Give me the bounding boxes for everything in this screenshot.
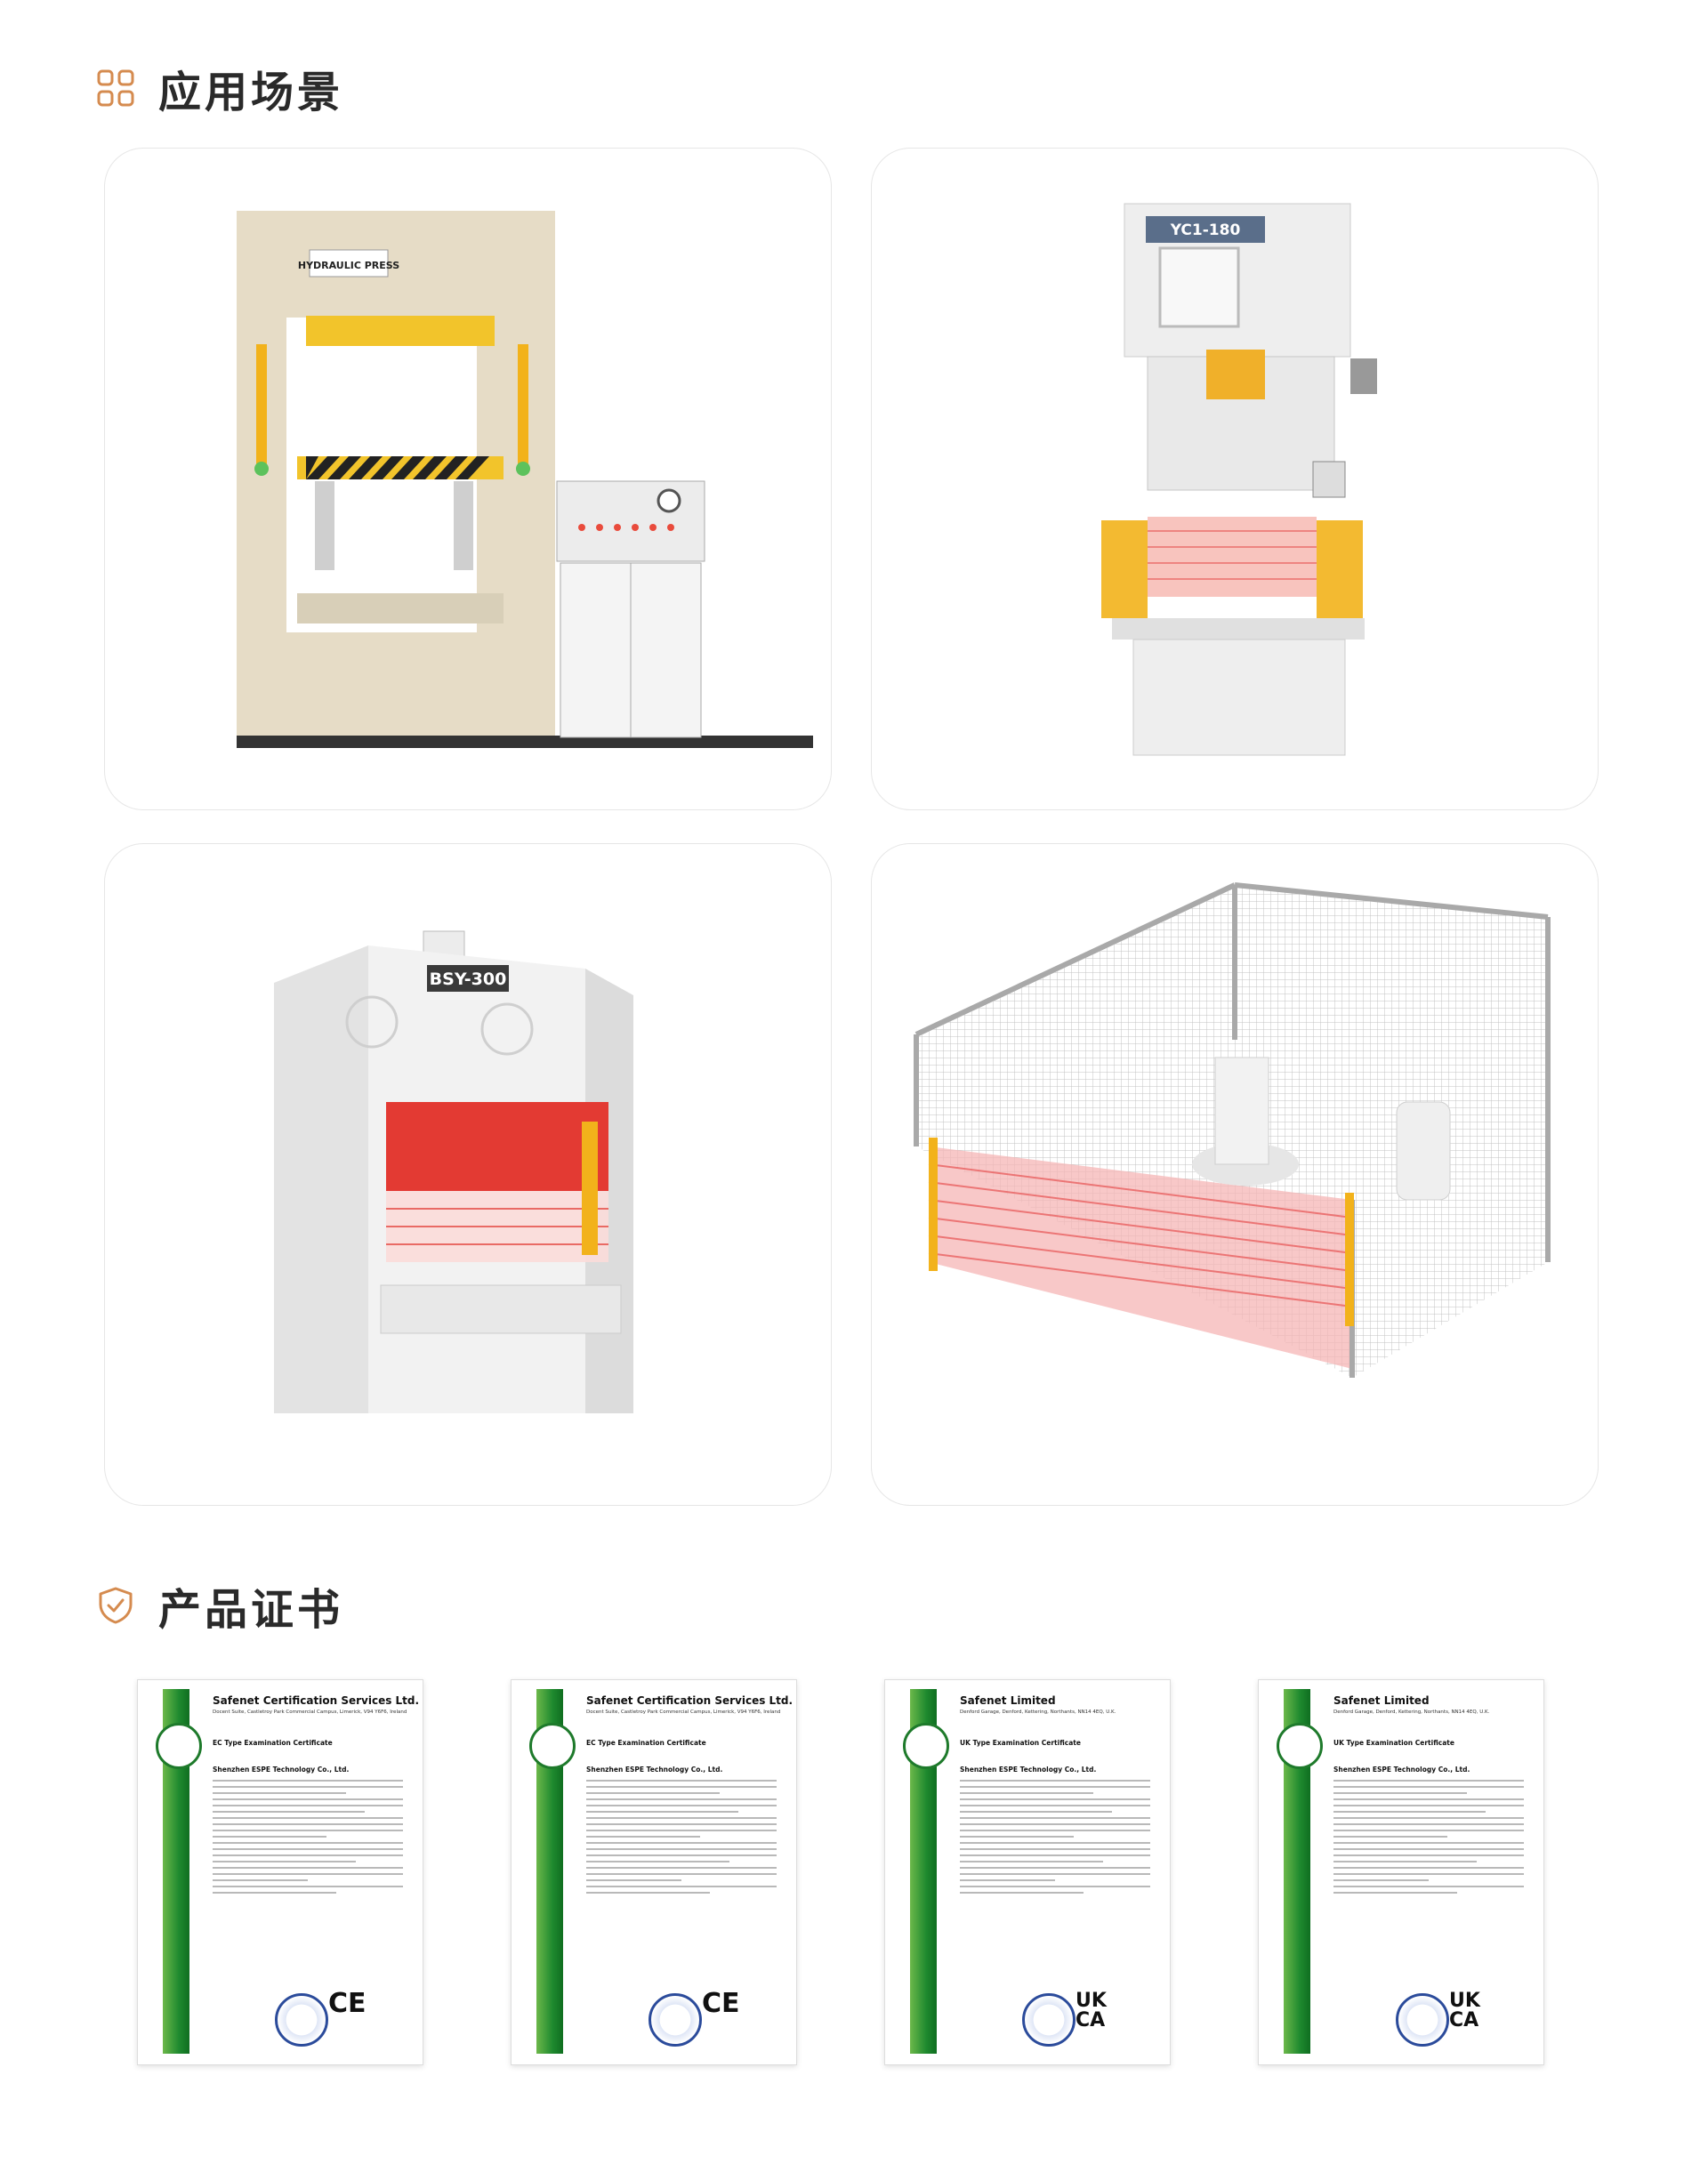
issuer-address: Docent Suite, Castletroy Park Commercial… xyxy=(213,1709,407,1715)
issuer-name: Safenet Certification Services Ltd. xyxy=(586,1694,794,1707)
conformity-mark: CE xyxy=(328,1988,367,2019)
certificate-card[interactable]: Safenet Certification Services Ltd. Doce… xyxy=(511,1679,797,2065)
certificate-holder: Shenzhen ESPE Technology Co., Ltd. xyxy=(213,1766,350,1774)
certificate-body-text xyxy=(586,1780,777,2002)
safenet-logo-icon xyxy=(903,1723,949,1769)
certificate-title: UK Type Examination Certificate xyxy=(1333,1739,1454,1747)
conformity-mark: UK CA xyxy=(1076,1990,1107,2031)
issuer-name: Safenet Limited xyxy=(1333,1694,1430,1707)
scene-card-robot-cell[interactable] xyxy=(871,843,1599,1506)
certificate-body-text xyxy=(213,1780,403,2002)
section-title: 应用场景 xyxy=(158,68,344,117)
press-label: YC1-180 xyxy=(1170,221,1241,239)
scene-card-straight-side-press[interactable]: BSY-300 xyxy=(104,843,832,1506)
safenet-logo-icon xyxy=(529,1723,576,1769)
conformity-mark: CE xyxy=(702,1988,740,2019)
certificate-holder: Shenzhen ESPE Technology Co., Ltd. xyxy=(586,1766,723,1774)
press-label: HYDRAULIC PRESS xyxy=(298,260,399,271)
hydraulic-press-illustration: HYDRAULIC PRESS xyxy=(237,211,813,748)
issuer-name: Safenet Certification Services Ltd. xyxy=(213,1694,420,1707)
section-header-certificates: 产品证书 xyxy=(96,1574,343,1637)
grid-icon xyxy=(97,69,134,107)
scene-card-hydraulic-press[interactable]: HYDRAULIC PRESS xyxy=(104,148,832,810)
conformity-mark: UK CA xyxy=(1449,1990,1480,2031)
section-header-application: 应用场景 xyxy=(96,57,343,119)
certificate-holder: Shenzhen ESPE Technology Co., Ltd. xyxy=(1333,1766,1470,1774)
certificate-title: UK Type Examination Certificate xyxy=(960,1739,1081,1747)
issuer-address: Docent Suite, Castletroy Park Commercial… xyxy=(586,1709,781,1715)
certificate-title: EC Type Examination Certificate xyxy=(586,1739,706,1747)
certificate-card[interactable]: Safenet Limited Denford Garage, Denford,… xyxy=(884,1679,1171,2065)
c-frame-press-illustration: YC1-180 xyxy=(1101,203,1377,756)
issuer-address: Denford Garage, Denford, Kettering, Nort… xyxy=(1333,1709,1490,1715)
certification-seal-icon xyxy=(649,1993,702,2047)
shield-check-icon xyxy=(99,1587,133,1624)
certificate-title: EC Type Examination Certificate xyxy=(213,1739,333,1747)
safenet-logo-icon xyxy=(1277,1723,1323,1769)
robot-cell-illustration xyxy=(914,882,1551,1378)
issuer-address: Denford Garage, Denford, Kettering, Nort… xyxy=(960,1709,1116,1715)
certification-seal-icon xyxy=(1396,1993,1449,2047)
certificate-body-text xyxy=(960,1780,1150,2002)
certificate-holder: Shenzhen ESPE Technology Co., Ltd. xyxy=(960,1766,1097,1774)
section-title: 产品证书 xyxy=(158,1585,344,1635)
certificate-body-text xyxy=(1333,1780,1524,2002)
certification-seal-icon xyxy=(275,1993,328,2047)
certification-seal-icon xyxy=(1022,1993,1076,2047)
scene-card-c-frame-press[interactable]: YC1-180 xyxy=(871,148,1599,810)
certificate-card[interactable]: Safenet Limited Denford Garage, Denford,… xyxy=(1258,1679,1544,2065)
straight-side-press-illustration: BSY-300 xyxy=(274,930,633,1413)
issuer-name: Safenet Limited xyxy=(960,1694,1056,1707)
safenet-logo-icon xyxy=(156,1723,202,1769)
certificate-card[interactable]: Safenet Certification Services Ltd. Doce… xyxy=(137,1679,423,2065)
press-label: BSY-300 xyxy=(430,969,507,989)
